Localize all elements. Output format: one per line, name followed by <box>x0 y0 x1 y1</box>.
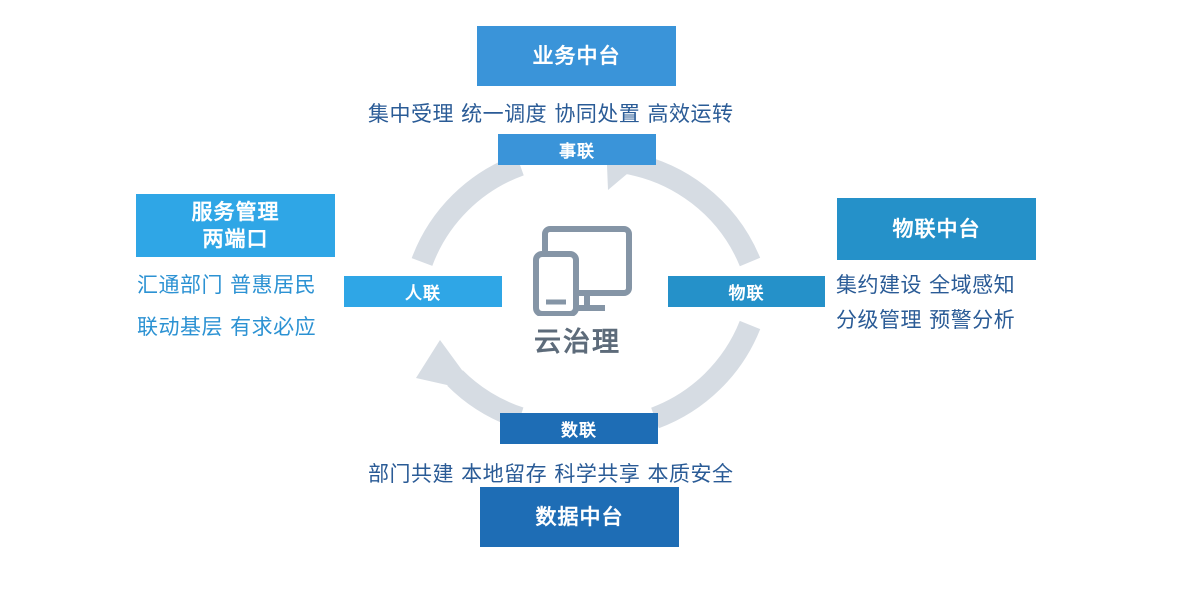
iot-desc-line2: 分级管理 预警分析 <box>836 308 1016 332</box>
business-link-box: 事联 <box>498 134 656 165</box>
service-desc-line1: 汇通部门 普惠居民 <box>137 273 317 297</box>
service-box: 服务管理 两端口 <box>136 194 335 257</box>
service-link-label: 人联 <box>405 284 441 304</box>
data-desc: 部门共建 本地留存 科学共享 本质安全 <box>368 462 734 486</box>
iot-link-box: 物联 <box>668 276 825 307</box>
iot-platform-title: 物联中台 <box>892 216 981 241</box>
data-link-box: 数联 <box>500 413 658 444</box>
service-link-box: 人联 <box>344 276 502 307</box>
ring-arc-bottom-right <box>650 320 761 429</box>
iot-platform-box: 物联中台 <box>837 198 1036 260</box>
business-desc: 集中受理 统一调度 协同处置 高效运转 <box>368 102 734 126</box>
service-title-line2: 两端口 <box>202 226 269 251</box>
service-title-line1: 服务管理 <box>191 199 280 224</box>
business-platform-title: 业务中台 <box>532 43 621 68</box>
iot-desc-line1: 集约建设 全域感知 <box>836 273 1016 297</box>
data-platform-box: 数据中台 <box>480 487 679 547</box>
business-link-label: 事联 <box>559 142 595 162</box>
ring-arc-top-right <box>618 151 761 267</box>
center-label: 云治理 <box>534 327 621 358</box>
data-platform-title: 数据中台 <box>535 504 624 529</box>
iot-link-label: 物联 <box>728 284 765 304</box>
ring-arrow-left <box>416 340 478 392</box>
ring-arc-top-left <box>411 154 524 267</box>
desktop-and-phone-icon <box>533 226 632 316</box>
service-desc-line2: 联动基层 有求必应 <box>137 315 317 339</box>
business-platform-box: 业务中台 <box>477 26 676 86</box>
data-link-label: 数联 <box>561 421 597 441</box>
